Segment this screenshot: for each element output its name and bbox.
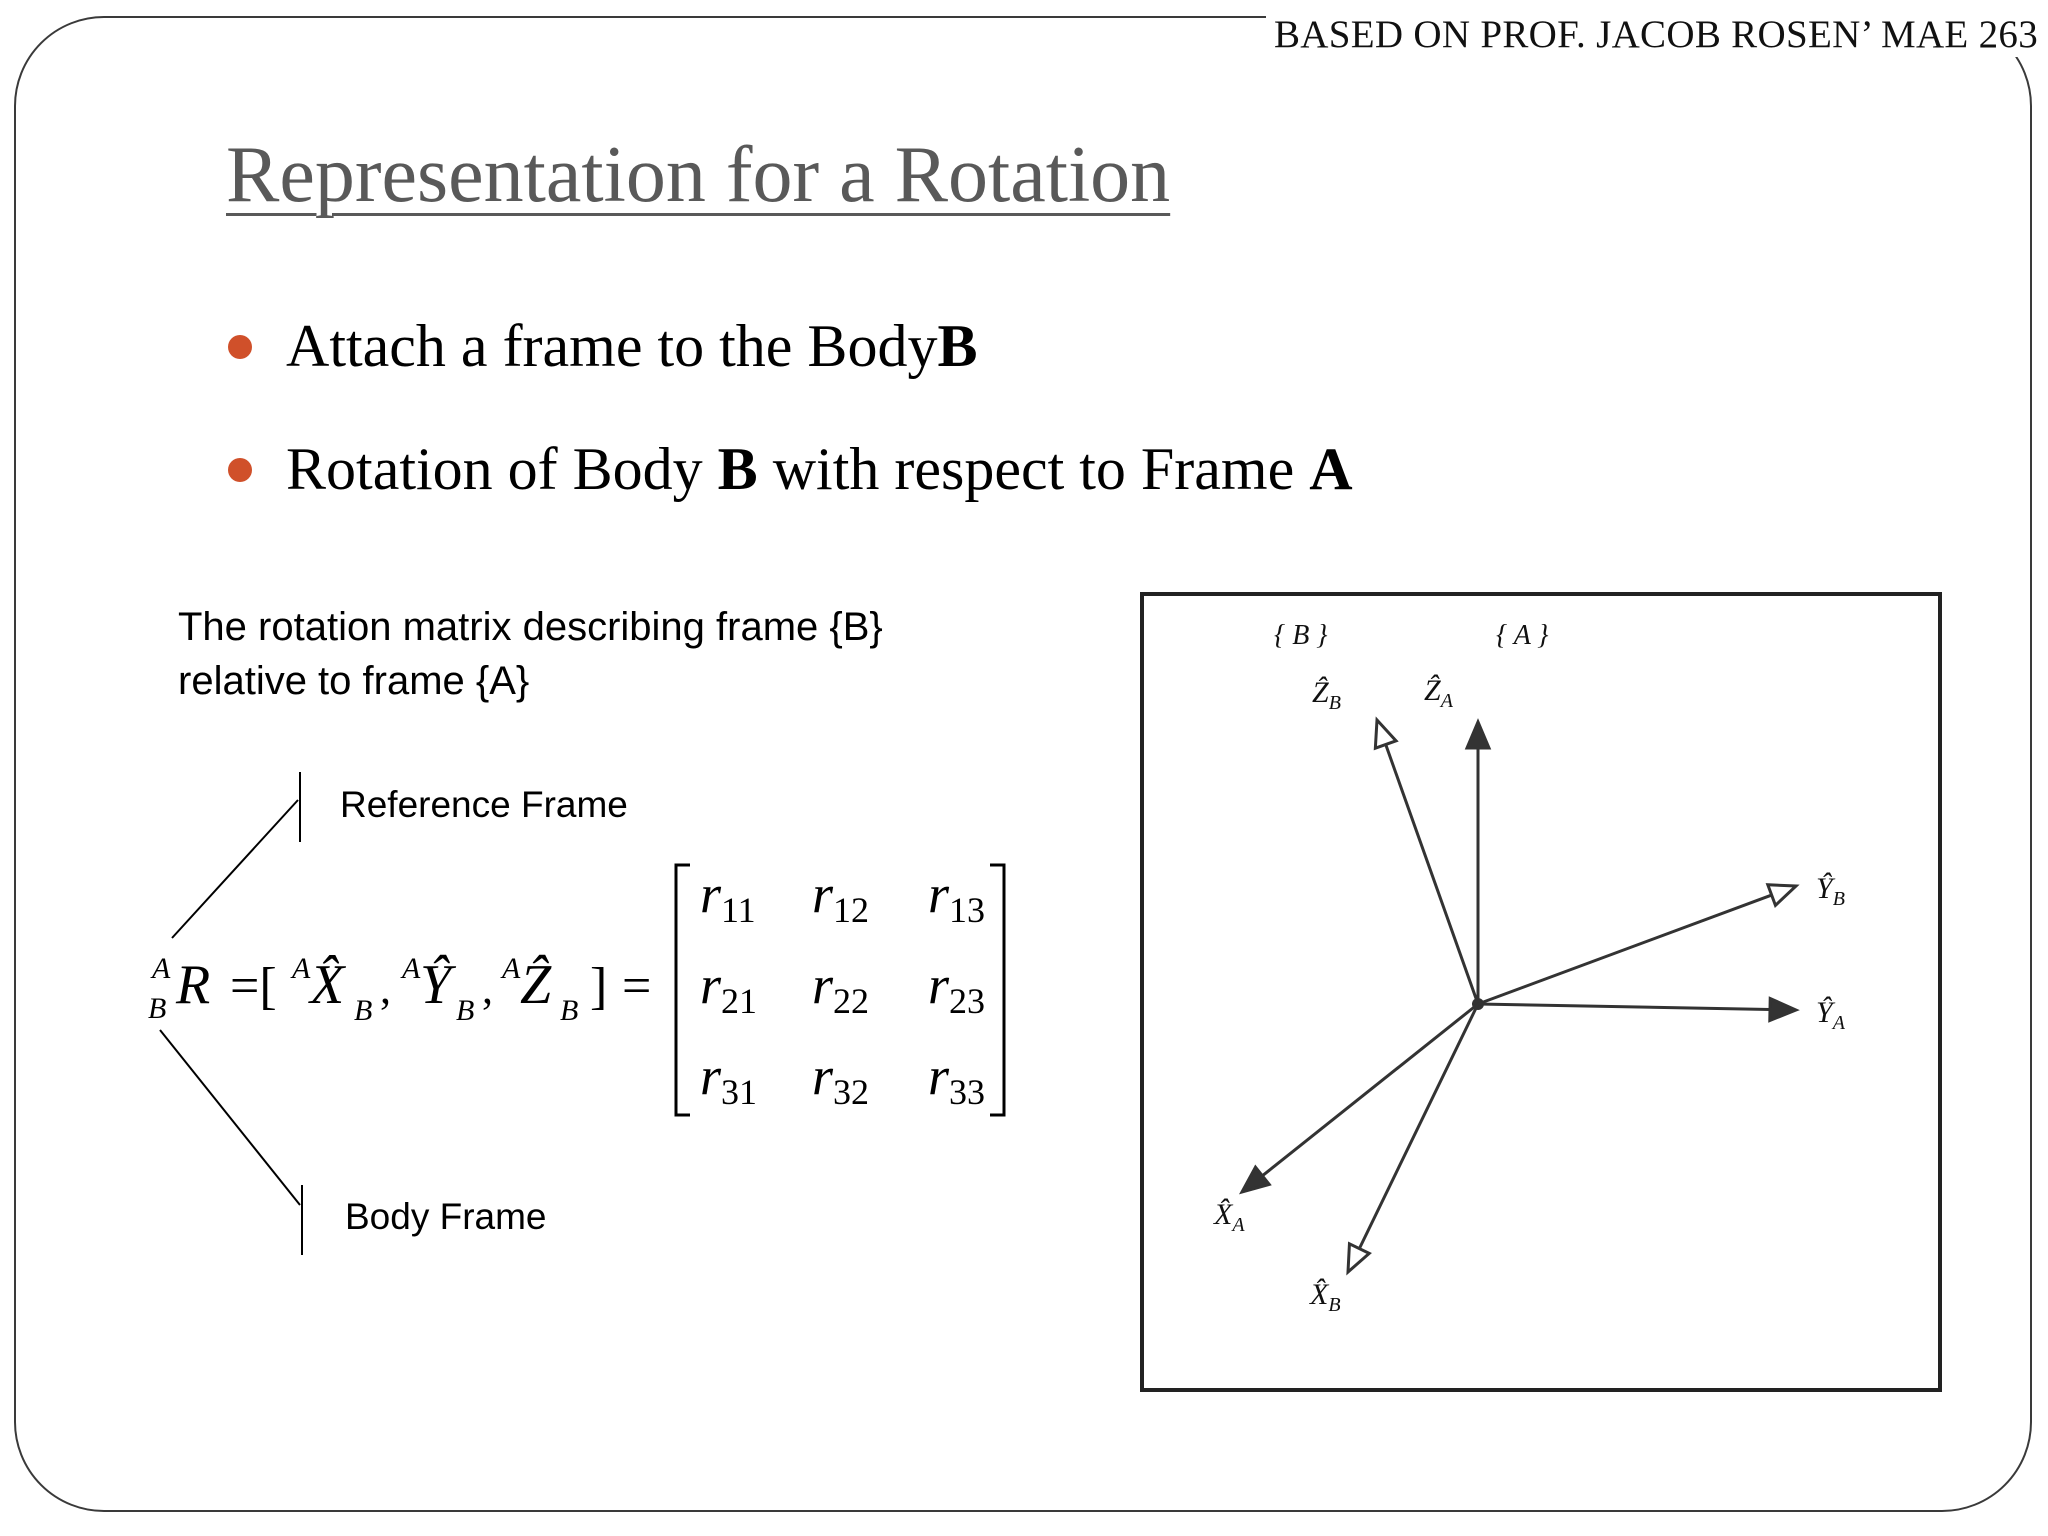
axis-x-a-arrowhead-icon	[1238, 1164, 1272, 1195]
bullet-1-bold: B	[937, 313, 978, 379]
axis-z-b-arrowhead-icon	[1373, 716, 1399, 751]
bullet-dot-icon	[228, 457, 252, 482]
axis-x-b-arrowhead-icon	[1346, 1241, 1372, 1276]
comma-2: ,	[482, 964, 493, 1013]
bullet-2-text-b: with respect to Frame	[772, 436, 1295, 502]
bullet-1-text: Attach a frame to the Body	[286, 313, 938, 379]
frame-diagram-box: { B } { A } ẐB ẐA ŶB ŶA X̂A X̂B	[1140, 592, 1942, 1392]
matrix-cells: r11 r12 r13 r21 r22 r23 r31 r32 r33	[700, 864, 985, 1112]
axis-label-x-b: X̂B	[1309, 1278, 1341, 1316]
matrix-cell: r11	[700, 864, 756, 930]
col3-sup: A	[500, 952, 521, 985]
ref-leader-line	[171, 799, 299, 939]
eq-open: =[	[230, 958, 277, 1015]
axis-label-y-b: ŶB	[1816, 872, 1845, 910]
col2-symbol: Ŷ	[420, 954, 457, 1016]
bullet-item-1: Attach a frame to the Body B	[228, 312, 977, 381]
frame-b-label: { B }	[1274, 620, 1328, 651]
col2-sup: A	[400, 952, 421, 985]
caption-line-1: The rotation matrix describing frame {B}	[178, 605, 883, 649]
lhs-sub: B	[148, 992, 166, 1025]
matrix-cell: r21	[700, 955, 757, 1021]
matrix-cell: r23	[928, 955, 985, 1021]
axis-label-z-b: ẐB	[1312, 676, 1341, 714]
bullet-2-bold-a: A	[1309, 436, 1353, 502]
eq-equals: =	[622, 958, 651, 1015]
bullet-item-2: Rotation of Body B with respect to Frame…	[228, 435, 1353, 504]
matrix-cell: r22	[812, 955, 869, 1021]
bullet-2-bold-b: B	[717, 436, 758, 502]
axes-group: ẐB ẐA ŶB ŶA X̂A X̂B	[1213, 674, 1846, 1316]
axis-label-x-a: X̂A	[1213, 1198, 1245, 1236]
frame-diagram: { B } { A } ẐB ẐA ŶB ŶA X̂A X̂B	[1213, 620, 1846, 1316]
axis-label-y-a: ŶA	[1816, 996, 1846, 1034]
axis-y-b-line	[1477, 893, 1773, 1006]
lhs-symbol: R	[175, 954, 210, 1016]
matrix-caption: The rotation matrix describing frame {B}…	[178, 600, 883, 708]
col1-sup: A	[290, 952, 311, 985]
lhs-sup: A	[150, 952, 171, 985]
axis-z-b-line	[1384, 743, 1480, 1005]
matrix-cell: r12	[812, 864, 869, 930]
frame-a-label: { A }	[1496, 620, 1549, 651]
body-frame-label: Body Frame	[345, 1196, 547, 1237]
matrix-brackets	[674, 863, 1006, 1117]
col2-sub: B	[456, 994, 474, 1027]
col3-symbol: Ẑ	[520, 954, 552, 1016]
matrix-cell: r13	[928, 864, 985, 930]
bullet-dot-icon	[228, 334, 252, 359]
col1-sub: B	[354, 994, 372, 1027]
body-leader-line	[159, 1029, 301, 1206]
matrix-cell: r31	[700, 1046, 757, 1112]
caption-line-2: relative to frame {A}	[178, 659, 530, 703]
matrix-cell: r32	[812, 1046, 869, 1112]
bullet-2-text-a: Rotation of Body	[286, 436, 703, 502]
axis-z-a-arrowhead-icon	[1464, 718, 1492, 750]
slide-title: Representation for a Rotation	[226, 131, 1171, 219]
header-credit: BASED ON PROF. JACOB ROSEN’ MAE 263	[1265, 12, 2044, 57]
axis-y-a-line	[1477, 1002, 1771, 1012]
axis-y-b-arrowhead-icon	[1765, 883, 1800, 909]
annotation-leader-lines	[159, 772, 303, 1255]
reference-frame-label: Reference Frame	[340, 784, 628, 825]
eq-close: ]	[590, 958, 607, 1015]
axis-x-b-line	[1357, 1003, 1480, 1250]
axis-label-z-a: ẐA	[1424, 674, 1454, 712]
matrix-cell: r33	[928, 1046, 985, 1112]
comma-1: ,	[380, 964, 391, 1013]
col1-symbol: X̂	[308, 954, 347, 1016]
axis-x-a-line	[1261, 1002, 1479, 1177]
col3-sub: B	[560, 994, 578, 1027]
axis-y-a-arrowhead-icon	[1768, 996, 1800, 1023]
